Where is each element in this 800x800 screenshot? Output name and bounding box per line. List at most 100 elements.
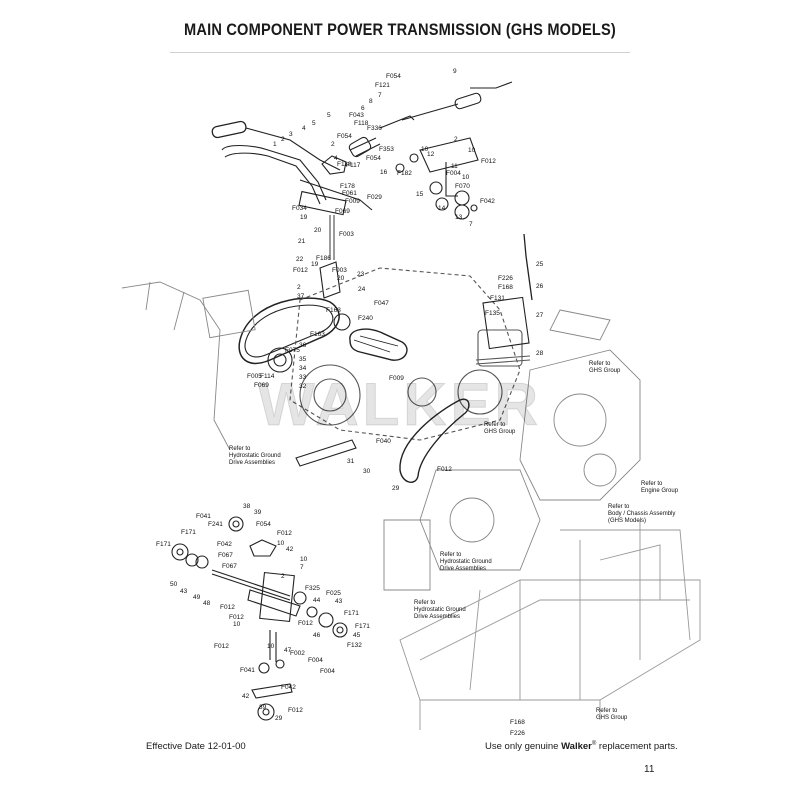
callout-label: 7 bbox=[469, 221, 473, 228]
callout-label: 2 bbox=[281, 136, 285, 143]
callout-label: F004 bbox=[308, 657, 323, 664]
callout-label: 33 bbox=[299, 374, 307, 381]
callout-label: 29 bbox=[275, 715, 283, 722]
callout-label: F070 bbox=[455, 183, 470, 190]
callout-label: F168 bbox=[498, 284, 513, 291]
callout-label: 8 bbox=[369, 98, 373, 105]
callout-label: F163 bbox=[310, 331, 325, 338]
callout-label: F012 bbox=[288, 707, 303, 714]
callout-label: 21 bbox=[298, 238, 306, 245]
callout-label: F012 bbox=[293, 267, 308, 274]
callout-label: F325 bbox=[305, 585, 320, 592]
left-frame-outline bbox=[121, 281, 256, 451]
callout-label: 11 bbox=[451, 163, 458, 170]
callout-label: F186 bbox=[316, 255, 331, 262]
callout-label: 20 bbox=[337, 275, 345, 282]
title-divider bbox=[170, 52, 630, 53]
callout-label: F226 bbox=[510, 730, 525, 737]
callout-label: F041 bbox=[240, 667, 255, 674]
callout-label: F012 bbox=[220, 604, 235, 611]
callout-label: F069 bbox=[254, 382, 269, 389]
callout-label: 2 bbox=[454, 136, 458, 143]
callout-label: F012 bbox=[214, 643, 229, 650]
callout-label: F117 bbox=[346, 162, 361, 169]
hydro-unit-lower bbox=[383, 469, 541, 591]
callout-label: F067 bbox=[222, 563, 237, 570]
callout-label: F025 bbox=[326, 590, 341, 597]
callout-label: F003 bbox=[332, 267, 347, 274]
callout-label: F054 bbox=[256, 521, 271, 528]
callout-label: 2 bbox=[297, 284, 301, 291]
callout-label: F054 bbox=[337, 133, 352, 140]
callout-label: F029 bbox=[367, 194, 382, 201]
callout-label: 39 bbox=[254, 509, 262, 516]
callout-label: F075 bbox=[285, 347, 300, 354]
callout-label: F012 bbox=[437, 466, 452, 473]
callout-label: 49 bbox=[193, 594, 201, 601]
callout-label: F163 bbox=[326, 307, 341, 314]
callout-label: F069 bbox=[335, 208, 350, 215]
callout-label: 10 bbox=[233, 621, 241, 628]
callout-label: 15 bbox=[416, 191, 424, 198]
registered-mark: ® bbox=[591, 741, 597, 747]
notice-text-pre: Use only genuine bbox=[485, 741, 562, 753]
callout-label: 23 bbox=[357, 271, 365, 278]
callout-label: F042 bbox=[281, 684, 296, 691]
callout-label: F012 bbox=[298, 620, 313, 627]
brand-name: Walker bbox=[561, 741, 592, 753]
callout-label: 50 bbox=[170, 581, 178, 588]
callout-label: 38 bbox=[243, 503, 251, 510]
callout-label: 5 bbox=[312, 120, 316, 127]
watermark-logo: WALKER bbox=[258, 371, 542, 439]
callout-label: 32 bbox=[299, 383, 307, 390]
drive-belt-left bbox=[238, 297, 351, 373]
callout-label: F168 bbox=[510, 719, 525, 726]
callout-label: F054 bbox=[366, 155, 381, 162]
callout-label: F040 bbox=[376, 438, 391, 445]
callout-label: F240 bbox=[358, 315, 373, 322]
reference-note: Refer to Hydrostatic Ground Drive Assemb… bbox=[414, 600, 467, 620]
callout-label: 42 bbox=[286, 546, 294, 553]
callout-label: F132 bbox=[347, 642, 362, 649]
callout-label: 16 bbox=[380, 169, 388, 176]
callout-label: 47 bbox=[284, 647, 292, 654]
reference-note: Refer to Engine Group bbox=[641, 481, 679, 494]
callout-label: 10 bbox=[421, 146, 429, 153]
callout-label: F336 bbox=[367, 125, 382, 132]
callout-label: F042 bbox=[217, 541, 232, 548]
callout-label: 45 bbox=[353, 632, 361, 639]
callout-label: 10 bbox=[267, 643, 275, 650]
callout-label: F182 bbox=[397, 170, 412, 177]
callout-label: 36 bbox=[299, 342, 307, 349]
callout-label: F226 bbox=[498, 275, 513, 282]
callout-label: 13 bbox=[455, 214, 463, 221]
effective-date: Effective Date 12-01-00 bbox=[146, 741, 246, 752]
callout-label: F118 bbox=[354, 120, 369, 127]
lower-left-brake-assembly bbox=[171, 516, 348, 721]
notice-text-post: replacement parts. bbox=[596, 741, 678, 753]
callout-label: F353 bbox=[379, 146, 394, 153]
reference-note: Refer to Hydrostatic Ground Drive Assemb… bbox=[440, 552, 493, 572]
callout-label: 44 bbox=[313, 597, 321, 604]
callout-label: 19 bbox=[311, 261, 319, 268]
callout-label: F034 bbox=[292, 205, 307, 212]
page-number: 11 bbox=[644, 764, 655, 775]
callout-label: F041 bbox=[196, 513, 211, 520]
callout-label: 46 bbox=[313, 632, 321, 639]
callout-label: 1 bbox=[273, 141, 277, 148]
callout-label: F042 bbox=[480, 198, 495, 205]
callout-label: 6 bbox=[361, 105, 365, 112]
callout-label: F047 bbox=[374, 300, 389, 307]
callout-label: 31 bbox=[347, 458, 355, 465]
reference-note: Refer to GHS Group bbox=[596, 708, 628, 721]
callout-label: F171 bbox=[156, 541, 171, 548]
callout-label: F067 bbox=[218, 552, 233, 559]
callout-label: 7 bbox=[300, 564, 304, 571]
callout-label: 24 bbox=[358, 286, 366, 293]
callout-label: F241 bbox=[208, 521, 223, 528]
callout-label: 35 bbox=[299, 356, 307, 363]
callout-label: 27 bbox=[536, 312, 544, 319]
callout-label: F004 bbox=[320, 668, 335, 675]
callout-label: 7 bbox=[378, 92, 382, 99]
